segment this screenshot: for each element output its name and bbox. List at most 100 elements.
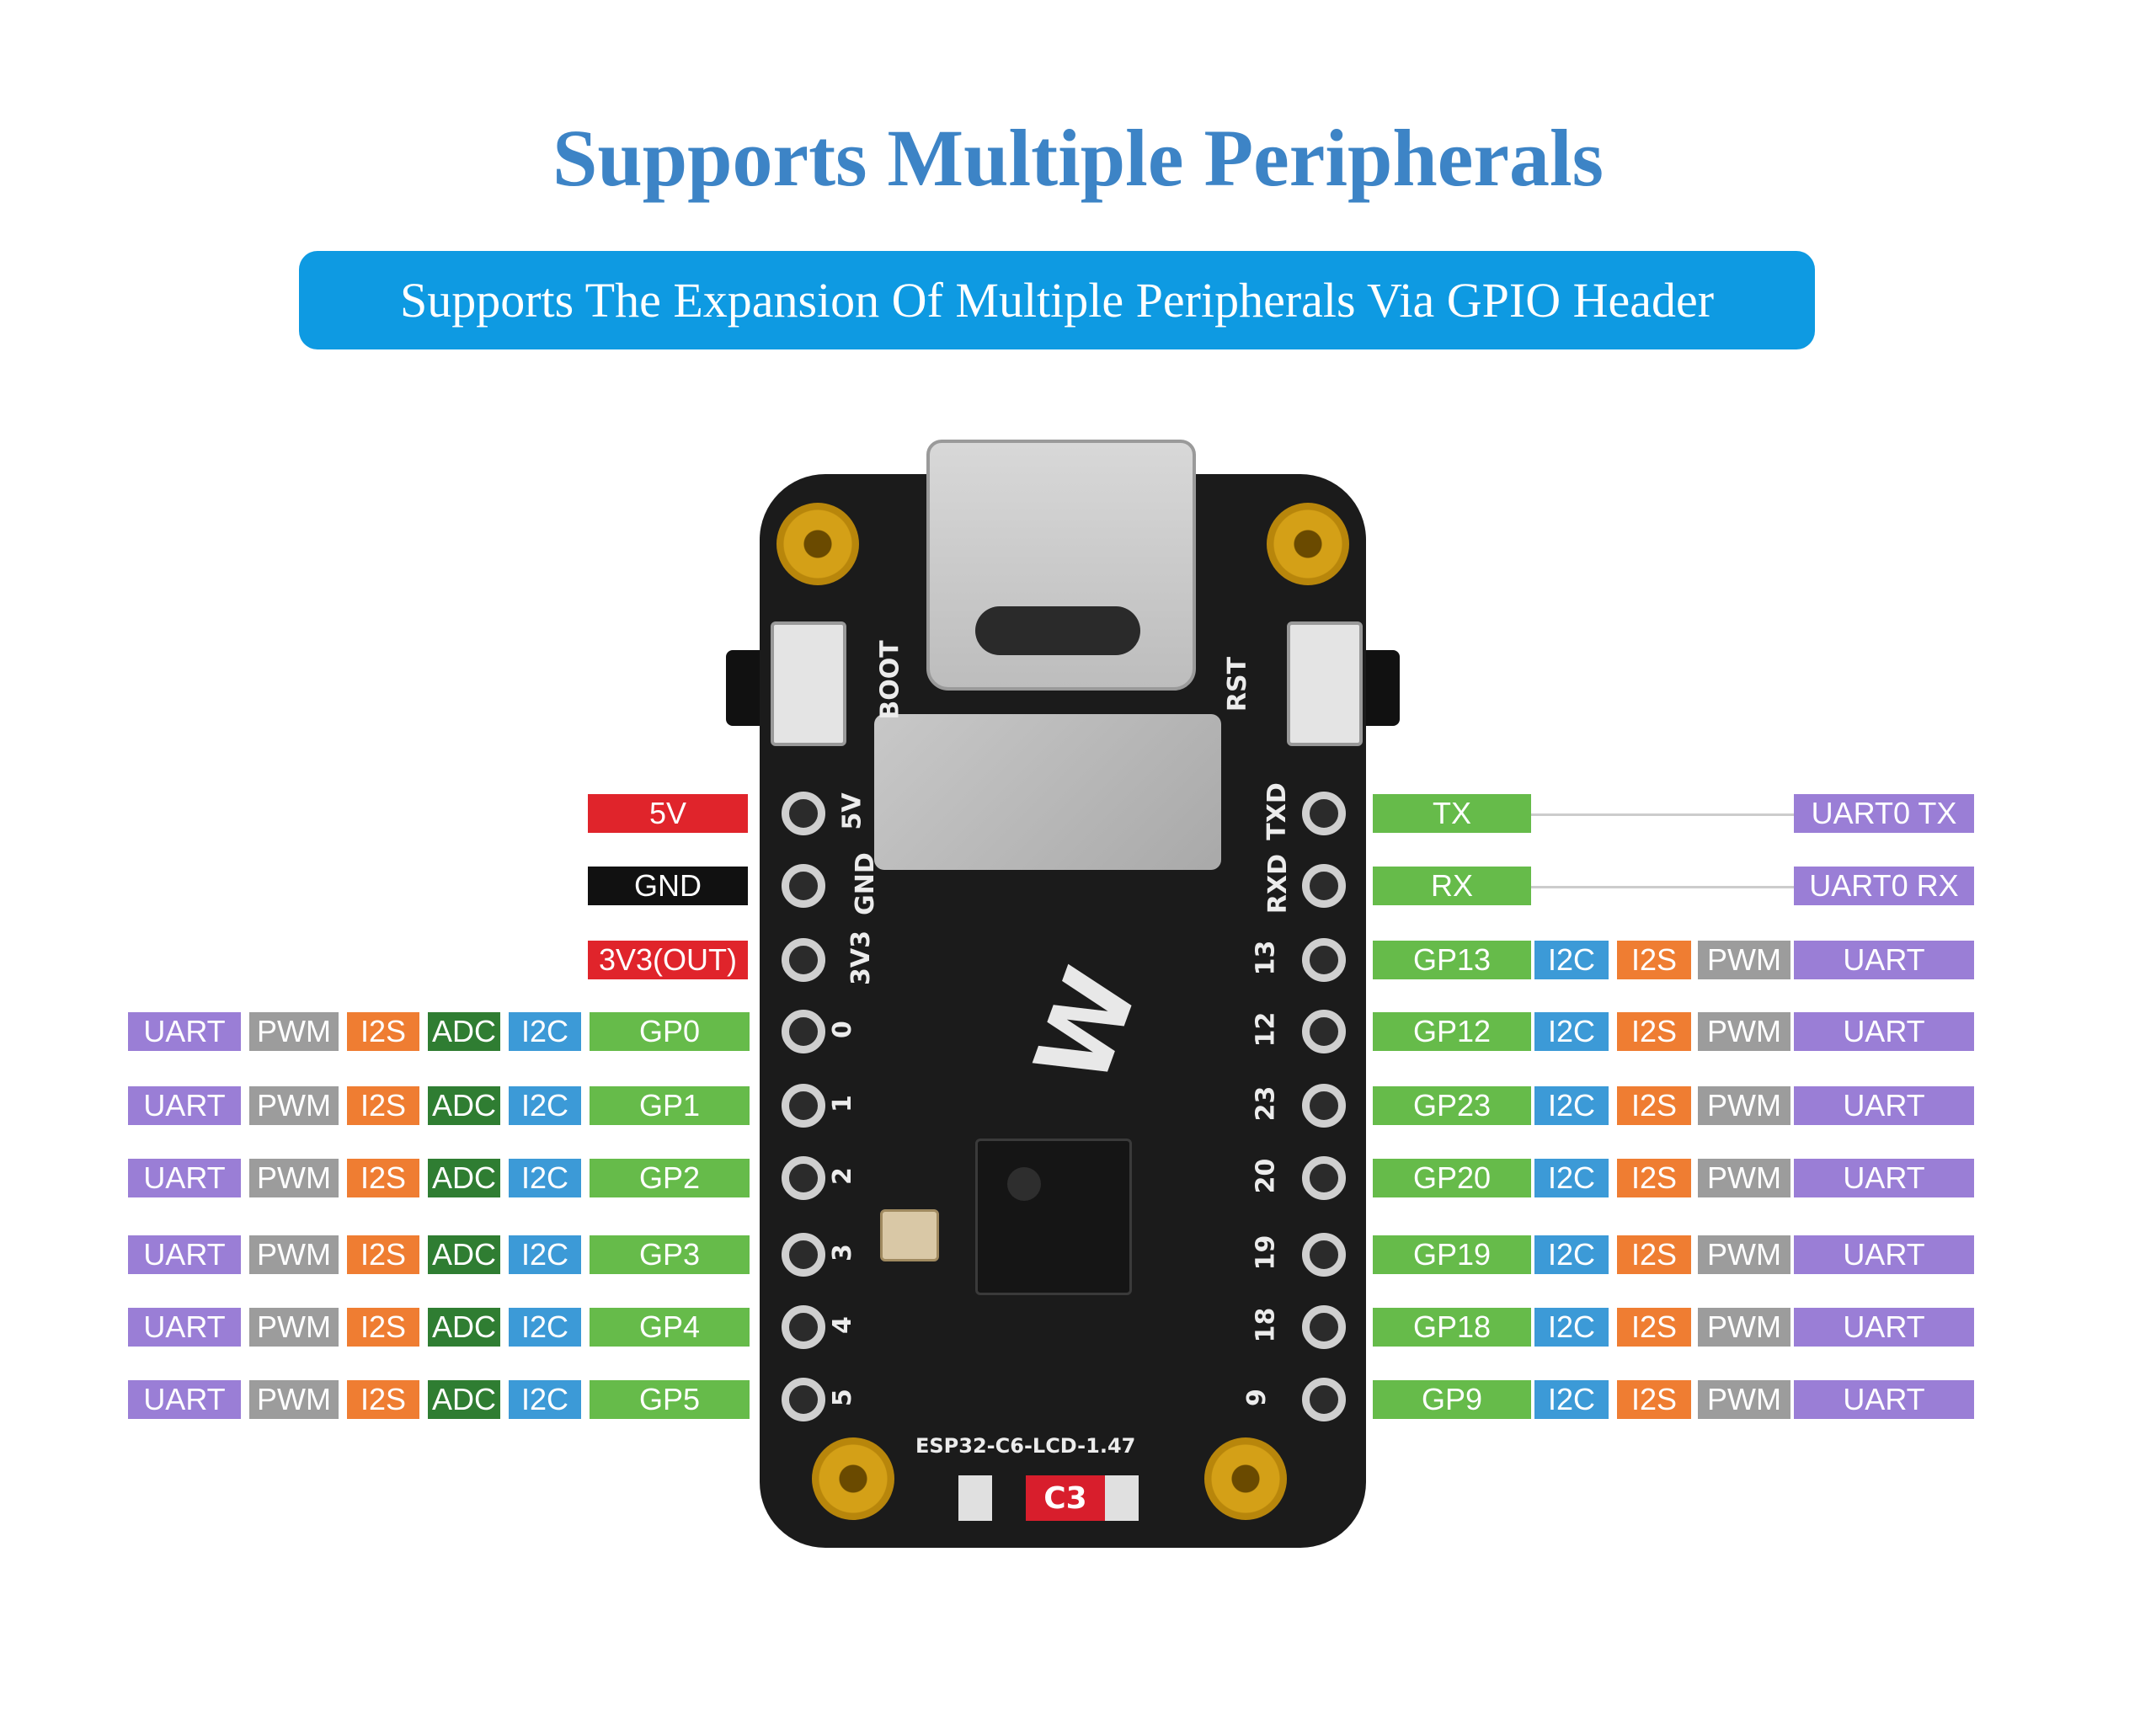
left-fn-i2c-8: I2C xyxy=(509,1380,581,1419)
right-fn-i2s-4: I2S xyxy=(1617,1086,1691,1125)
silk-left-7: 4 xyxy=(827,1316,857,1334)
right-fn-i2s-5: I2S xyxy=(1617,1159,1691,1197)
right-fn-i2c-2: I2C xyxy=(1534,941,1609,979)
left-fn-pwm-3: PWM xyxy=(249,1012,339,1051)
right-far-tag-4: UART xyxy=(1794,1086,1974,1125)
left-fn-i2c-3: I2C xyxy=(509,1012,581,1051)
right-fn-i2s-6: I2S xyxy=(1617,1235,1691,1274)
left-pin-tag-gnd: GND xyxy=(588,867,748,905)
left-fn-pwm-4: PWM xyxy=(249,1086,339,1125)
left-fn-adc-6: ADC xyxy=(428,1235,500,1274)
subtitle-text: Supports The Expansion Of Multiple Perip… xyxy=(399,273,1715,328)
right-far-tag-1: UART0 RX xyxy=(1794,867,1974,905)
right-far-tag-0: UART0 TX xyxy=(1794,794,1974,833)
usb-c-port-icon xyxy=(975,606,1140,655)
right-far-tag-8: UART xyxy=(1794,1380,1974,1419)
left-pin-tag-gp5: GP5 xyxy=(590,1380,750,1419)
right-far-tag-3: UART xyxy=(1794,1012,1974,1051)
c3-badge: C3 xyxy=(1026,1475,1105,1521)
right-far-tag-7: UART xyxy=(1794,1308,1974,1347)
header-pin-left-4 xyxy=(782,1084,825,1128)
right-pin-tag-gp19: GP19 xyxy=(1373,1235,1531,1274)
right-fn-pwm-7: PWM xyxy=(1698,1308,1790,1347)
right-pin-tag-gp9: GP9 xyxy=(1373,1380,1531,1419)
right-fn-i2c-7: I2C xyxy=(1534,1308,1609,1347)
right-fn-pwm-3: PWM xyxy=(1698,1012,1790,1051)
right-pin-tag-gp13: GP13 xyxy=(1373,941,1531,979)
right-fn-pwm-2: PWM xyxy=(1698,941,1790,979)
right-far-tag-2: UART xyxy=(1794,941,1974,979)
header-pin-right-1 xyxy=(1302,864,1346,908)
right-far-tag-5: UART xyxy=(1794,1159,1974,1197)
left-fn-uart-6: UART xyxy=(128,1235,241,1274)
left-pin-tag-5v: 5V xyxy=(588,794,748,833)
left-fn-i2s-7: I2S xyxy=(347,1308,419,1347)
header-pin-right-4 xyxy=(1302,1084,1346,1128)
right-fn-i2c-3: I2C xyxy=(1534,1012,1609,1051)
left-fn-adc-7: ADC xyxy=(428,1308,500,1347)
header-pin-left-0 xyxy=(782,792,825,835)
right-fn-pwm-5: PWM xyxy=(1698,1159,1790,1197)
silk-right-6: 19 xyxy=(1251,1235,1281,1271)
right-fn-i2c-6: I2C xyxy=(1534,1235,1609,1274)
silk-right-1: RXD xyxy=(1263,853,1294,915)
left-fn-i2c-7: I2C xyxy=(509,1308,581,1347)
silk-left-1: GND xyxy=(850,852,880,915)
header-pin-right-7 xyxy=(1302,1305,1346,1349)
left-pin-tag-gp0: GP0 xyxy=(590,1012,750,1051)
right-fn-i2c-4: I2C xyxy=(1534,1086,1609,1125)
left-fn-pwm-7: PWM xyxy=(249,1308,339,1347)
header-pin-right-6 xyxy=(1302,1233,1346,1277)
right-fn-pwm-4: PWM xyxy=(1698,1086,1790,1125)
left-fn-uart-5: UART xyxy=(128,1159,241,1197)
left-fn-uart-8: UART xyxy=(128,1380,241,1419)
left-fn-pwm-5: PWM xyxy=(249,1159,339,1197)
left-fn-i2s-5: I2S xyxy=(347,1159,419,1197)
header-pin-left-6 xyxy=(782,1233,825,1277)
mounting-hole-bottom-left xyxy=(812,1437,894,1520)
right-fn-i2c-8: I2C xyxy=(1534,1380,1609,1419)
header-pin-left-3 xyxy=(782,1010,825,1053)
silk-right-2: 13 xyxy=(1251,940,1281,976)
header-pin-left-2 xyxy=(782,938,825,982)
header-pin-right-5 xyxy=(1302,1156,1346,1200)
header-pin-right-3 xyxy=(1302,1010,1346,1053)
left-fn-adc-8: ADC xyxy=(428,1380,500,1419)
silk-left-5: 2 xyxy=(827,1167,857,1185)
right-pin-tag-gp18: GP18 xyxy=(1373,1308,1531,1347)
right-fn-i2s-2: I2S xyxy=(1617,941,1691,979)
right-fn-i2c-5: I2C xyxy=(1534,1159,1609,1197)
left-fn-adc-4: ADC xyxy=(428,1086,500,1125)
left-pin-tag-gp4: GP4 xyxy=(590,1308,750,1347)
left-pin-tag-gp2: GP2 xyxy=(590,1159,750,1197)
mounting-hole-top-right xyxy=(1267,503,1349,585)
right-pin-tag-gp23: GP23 xyxy=(1373,1086,1531,1125)
right-fn-i2s-3: I2S xyxy=(1617,1012,1691,1051)
silk-left-6: 3 xyxy=(827,1244,857,1261)
left-fn-uart-7: UART xyxy=(128,1308,241,1347)
right-fn-pwm-6: PWM xyxy=(1698,1235,1790,1274)
silk-right-5: 20 xyxy=(1251,1158,1281,1194)
left-fn-i2s-8: I2S xyxy=(347,1380,419,1419)
right-fn-i2s-7: I2S xyxy=(1617,1308,1691,1347)
subtitle-banner: Supports The Expansion Of Multiple Perip… xyxy=(299,251,1815,349)
right-pin-tag-gp20: GP20 xyxy=(1373,1159,1531,1197)
left-fn-i2s-4: I2S xyxy=(347,1086,419,1125)
rst-button xyxy=(1287,621,1363,746)
right-fn-pwm-8: PWM xyxy=(1698,1380,1790,1419)
left-fn-uart-4: UART xyxy=(128,1086,241,1125)
silk-right-4: 23 xyxy=(1251,1085,1281,1122)
header-pin-right-0 xyxy=(1302,792,1346,835)
left-fn-adc-5: ADC xyxy=(428,1159,500,1197)
connector-line-1 xyxy=(1531,886,1794,888)
left-fn-i2s-3: I2S xyxy=(347,1012,419,1051)
silk-left-8: 5 xyxy=(827,1389,857,1406)
left-fn-pwm-6: PWM xyxy=(249,1235,339,1274)
silk-left-4: 1 xyxy=(827,1095,857,1112)
silk-right-3: 12 xyxy=(1251,1011,1281,1048)
header-pin-left-7 xyxy=(782,1305,825,1349)
esp32-chip xyxy=(975,1139,1132,1295)
left-fn-adc-3: ADC xyxy=(428,1012,500,1051)
header-pin-right-2 xyxy=(1302,938,1346,982)
board-name-label: ESP32-C6-LCD-1.47 xyxy=(915,1434,1136,1458)
